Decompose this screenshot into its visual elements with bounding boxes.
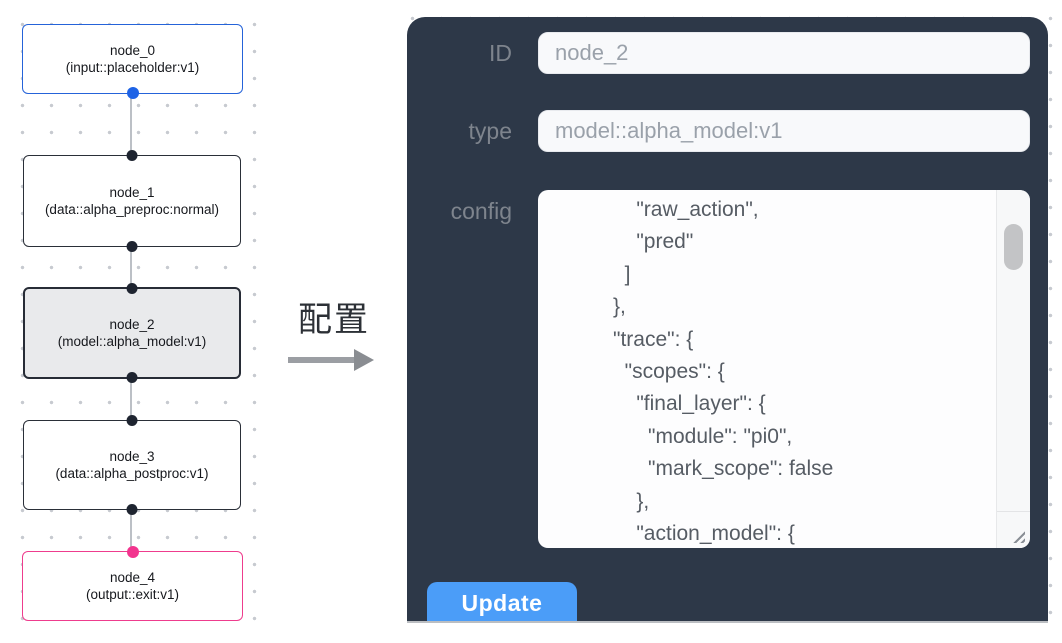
scrollbar-divider	[997, 511, 1030, 512]
edge-node1-node2	[130, 247, 132, 287]
node-title: node_3	[109, 449, 155, 464]
output-port[interactable]	[126, 87, 139, 99]
type-input[interactable]	[538, 110, 1030, 152]
node-subtitle: (model::alpha_model:v1)	[57, 334, 207, 349]
node-subtitle: (output::exit:v1)	[85, 587, 180, 602]
configure-label: 配置	[298, 301, 370, 339]
configure-annotation: 配置	[282, 292, 386, 371]
graph-node-node_4[interactable]: node_4 (output::exit:v1)	[22, 546, 243, 621]
config-textarea[interactable]: "raw_action", "pred" ] }, "trace": { "sc…	[538, 190, 1030, 548]
node-subtitle: (input::placeholder:v1)	[65, 60, 200, 75]
edge-node3-node4	[130, 510, 132, 551]
output-port[interactable]	[126, 241, 138, 252]
right-arrow-icon	[288, 349, 386, 371]
id-field-label: ID	[489, 40, 512, 66]
node-title: node_4	[109, 570, 156, 585]
node-subtitle: (data::alpha_preproc:normal)	[44, 202, 220, 217]
graph-node-node_2-selected[interactable]: node_2 (model::alpha_model:v1)	[23, 283, 241, 383]
output-port[interactable]	[126, 504, 138, 515]
edge-node0-node1	[130, 94, 132, 155]
input-port[interactable]	[126, 546, 139, 558]
update-button[interactable]: Update	[427, 582, 577, 621]
type-field-label: type	[468, 118, 512, 144]
node-title: node_1	[109, 185, 155, 200]
scrollbar-thumb[interactable]	[1004, 224, 1023, 270]
node-subtitle: (data::alpha_postproc:v1)	[55, 466, 209, 481]
node-title: node_0	[109, 43, 156, 58]
graph-canvas[interactable]: node_0 (input::placeholder:v1) node_1 (d…	[0, 0, 262, 643]
config-canvas: ID type config "raw_action", "pred" ] },…	[390, 0, 1055, 625]
graph-node-node_1[interactable]: node_1 (data::alpha_preproc:normal)	[23, 150, 241, 252]
id-input[interactable]	[538, 32, 1030, 74]
config-field-label: config	[450, 198, 512, 224]
input-port[interactable]	[126, 283, 138, 294]
graph-node-node_0[interactable]: node_0 (input::placeholder:v1)	[22, 24, 243, 99]
input-port[interactable]	[126, 150, 138, 161]
config-editor: "raw_action", "pred" ] }, "trace": { "sc…	[538, 190, 1030, 548]
input-port[interactable]	[126, 415, 138, 426]
graph-node-node_3[interactable]: node_3 (data::alpha_postproc:v1)	[23, 415, 241, 515]
output-port[interactable]	[126, 372, 138, 383]
node-config-panel: ID type config "raw_action", "pred" ] },…	[407, 17, 1048, 621]
node-title: node_2	[109, 317, 155, 332]
edge-node2-node3	[130, 379, 132, 420]
